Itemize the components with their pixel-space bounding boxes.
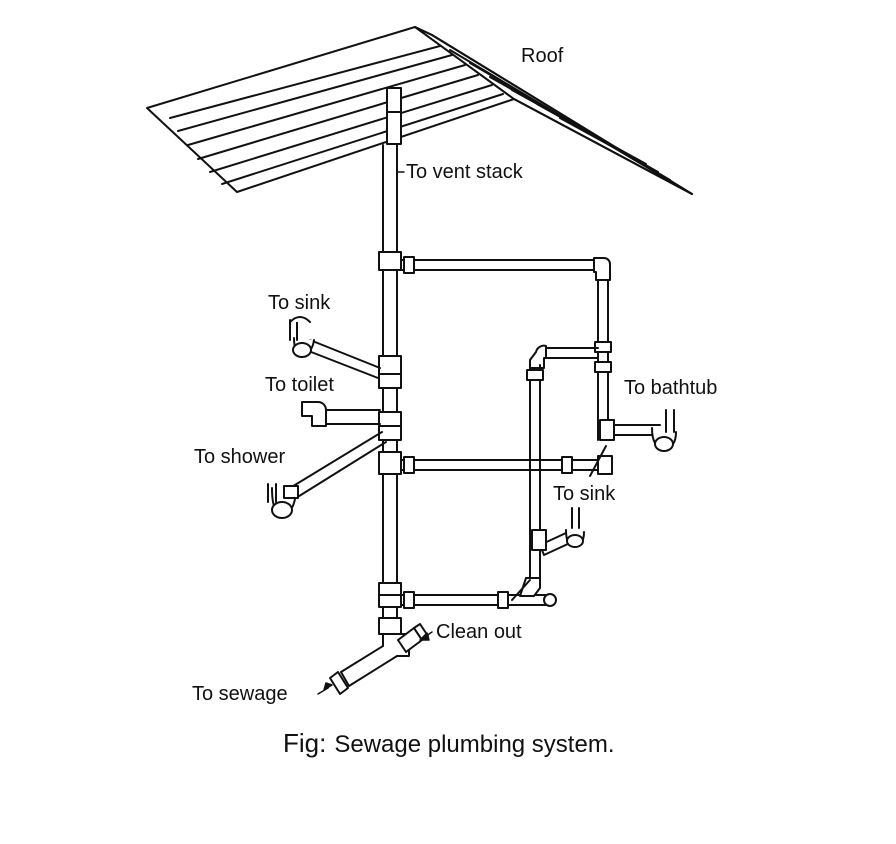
left-sink-branch — [289, 316, 381, 379]
label-sink-left: To sink — [268, 292, 331, 314]
main-stack — [378, 144, 402, 635]
pointer-arrows — [317, 171, 433, 695]
upper-vent-loop — [400, 256, 612, 441]
roof-shape — [146, 26, 693, 195]
label-clean-out: Clean out — [436, 621, 522, 643]
label-roof: Roof — [521, 45, 564, 67]
label-sewage: To sewage — [192, 683, 288, 705]
caption-text: Sewage plumbing system. — [334, 731, 615, 758]
toilet-branch — [301, 401, 381, 427]
middle-branch — [400, 445, 613, 477]
label-toilet: To toilet — [265, 374, 334, 396]
right-sink-branch — [531, 507, 585, 556]
vent-pipe — [386, 87, 402, 145]
label-bathtub: To bathtub — [624, 377, 718, 399]
shower-branch — [267, 431, 387, 519]
label-shower: To shower — [194, 446, 286, 468]
label-sink-right: To sink — [553, 483, 616, 505]
figure-caption: Fig: Sewage plumbing system. — [283, 728, 614, 759]
lower-branch — [400, 577, 557, 609]
bathtub-branch — [599, 409, 677, 452]
label-vent-stack: To vent stack — [406, 161, 523, 183]
caption-prefix: Fig: — [283, 728, 327, 758]
